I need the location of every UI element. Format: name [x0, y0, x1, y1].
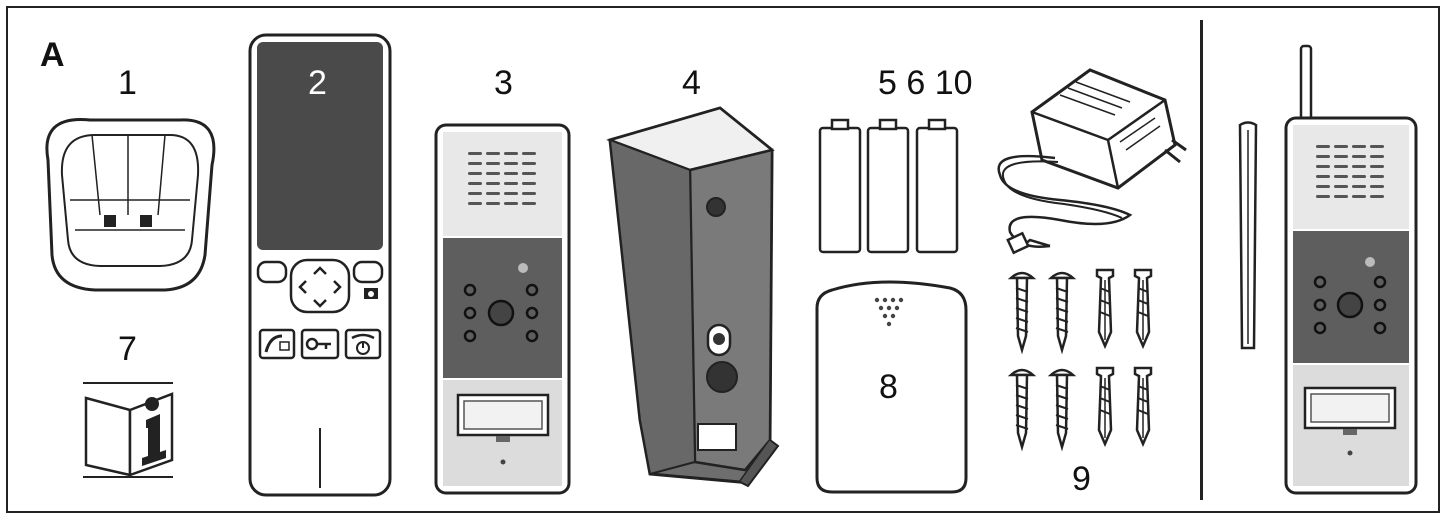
- manual-icon: [83, 383, 173, 477]
- label-item-3: 3: [494, 66, 513, 100]
- battery-icon: [820, 120, 957, 252]
- door-station-icon: [1286, 118, 1416, 493]
- label-item-2: 2: [308, 66, 327, 100]
- label-item-7: 7: [118, 332, 137, 366]
- wall-plug-icon: [1097, 270, 1151, 444]
- section-divider: [1200, 20, 1203, 500]
- label-item-9: 9: [1072, 462, 1091, 496]
- label-item-8: 8: [879, 370, 898, 404]
- label-item-1: 1: [118, 66, 137, 100]
- handset-icon: [250, 35, 390, 495]
- label-items-5-6-10: 5 6 10: [878, 66, 973, 100]
- door-station-icon: [436, 125, 569, 493]
- base-station-icon: [47, 120, 214, 291]
- screw-icon: [1011, 273, 1073, 447]
- rain-cover-icon: [610, 108, 778, 486]
- panel-label: A: [40, 38, 65, 72]
- power-adapter-icon: [999, 70, 1186, 253]
- label-item-4: 4: [682, 66, 701, 100]
